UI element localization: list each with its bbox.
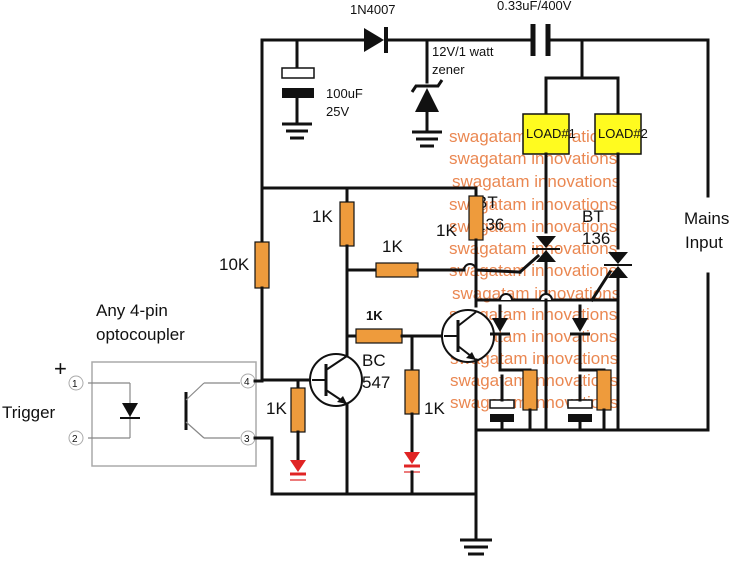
resistor-1k-top [339, 201, 355, 247]
snubber-network-1 [489, 304, 538, 432]
resistor-1k-base [355, 328, 403, 344]
transistor-bc547: BC 547 [309, 351, 390, 496]
optocoupler-label: Any 4-pin [96, 301, 168, 320]
x-capacitor: 0.33uF/400V [497, 0, 572, 56]
capacitor-voltage: 25V [326, 104, 349, 119]
electrolytic-capacitor: 100uF 25V [281, 38, 363, 140]
resistor-1k-led-right [404, 369, 420, 415]
watermark-line: swagatam innovations [449, 149, 617, 168]
led-right [404, 452, 420, 464]
resistor-10k [254, 241, 270, 289]
watermark-line: swagatam innovations [450, 349, 618, 368]
snubber-resistor-1 [522, 369, 538, 411]
resistor-label: 1K [382, 237, 403, 256]
diode-label: 1N4007 [350, 2, 396, 17]
plus-sign: + [54, 356, 67, 381]
pin-1-label: 1 [72, 379, 78, 390]
led-branch-right: 1K [404, 334, 445, 496]
triac-2: BT 136 [582, 207, 632, 302]
resistor-1k-right [468, 195, 484, 241]
optocoupler: 1 2 4 3 Any 4-pin optocoupler + Trigger [2, 301, 274, 496]
zener-label: 12V/1 watt [432, 44, 494, 59]
load-branches: LOAD#1 LOAD#2 [522, 38, 648, 250]
resistor-1k-led-left [290, 387, 306, 433]
watermark-line: swagatam innovations [449, 195, 617, 214]
left-rail: 10K [219, 186, 478, 382]
capacitor-label: 0.33uF/400V [497, 0, 572, 13]
led-left [290, 460, 306, 472]
zener-label-2: zener [432, 62, 465, 77]
right-branch: 1K [436, 186, 620, 308]
pin-4-label: 4 [244, 377, 250, 388]
transistor-2 [441, 309, 495, 432]
resistor-label: 1K [312, 207, 333, 226]
resistor-label: 1K [266, 399, 287, 418]
gate-wiring [474, 253, 613, 303]
resistor-10k-label: 10K [219, 255, 250, 274]
watermark-line: swagatam innovations [452, 172, 620, 191]
load-1-box [522, 113, 570, 155]
load-2-box [594, 113, 642, 155]
mains-label-2: Input [685, 233, 723, 252]
transistor-label: BC [362, 351, 386, 370]
resistor-label: 1K [436, 221, 457, 240]
led-branch-left: 1K [266, 378, 306, 481]
watermark-line: swagatam innovations [452, 284, 620, 303]
load-1-label: LOAD#1 [526, 126, 576, 141]
watermark: swagatam innovations swagatam innovation… [449, 127, 620, 412]
capacitor-value: 100uF [326, 86, 363, 101]
snubber-resistor-2 [596, 369, 612, 411]
middle-branch: 1K 1K [312, 186, 477, 366]
resistor-1k-horizontal [375, 262, 419, 278]
pin-2-label: 2 [72, 434, 78, 445]
top-rail [260, 38, 710, 432]
pin-3-label: 3 [244, 434, 250, 445]
watermark-line: swagatam innovations [449, 217, 617, 236]
resistor-label: 1K [424, 399, 445, 418]
zener-diode: 12V/1 watt zener [410, 38, 494, 148]
triac-2-label: BT [582, 207, 604, 226]
snubber-network-2 [567, 304, 612, 432]
base-resistor: 1K [345, 308, 446, 344]
mains-label: Mains [684, 209, 729, 228]
resistor-label: 1K [366, 308, 383, 323]
watermark-line: swagatam innovations [449, 261, 617, 280]
load-2-label: LOAD#2 [598, 126, 648, 141]
trigger-label: Trigger [2, 403, 56, 422]
optocoupler-label-2: optocoupler [96, 325, 185, 344]
diode-1n4007: 1N4007 [350, 2, 396, 53]
triac-2-label-2: 136 [582, 229, 610, 248]
transistor-label-2: 547 [362, 373, 390, 392]
mains-input: Mains Input [684, 209, 729, 252]
bottom-rail [270, 298, 710, 556]
